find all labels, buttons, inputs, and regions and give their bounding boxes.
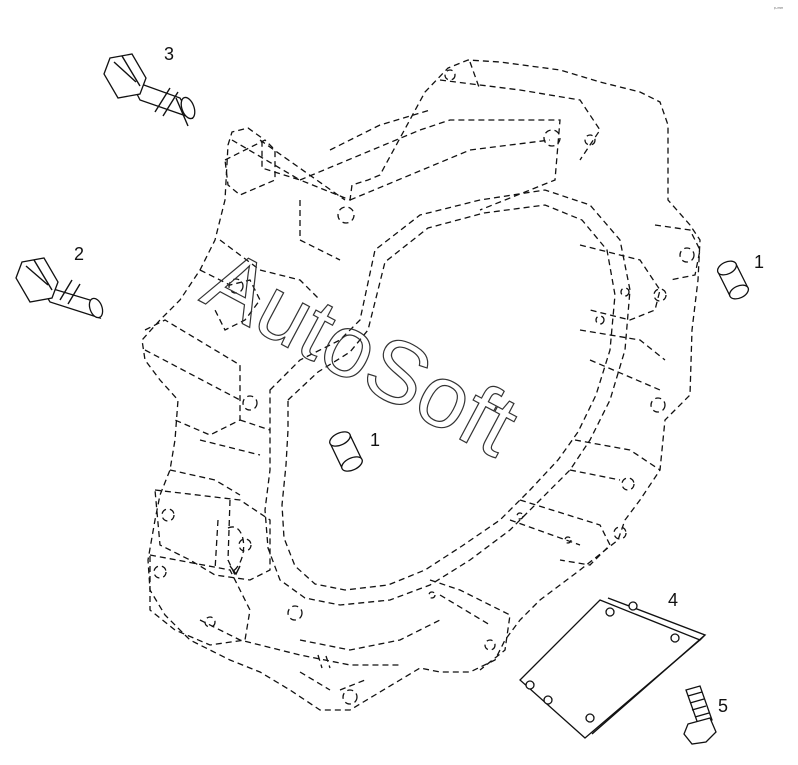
callouts: 1 1 2 3 4 5 bbox=[74, 44, 764, 716]
mounting-holes bbox=[153, 69, 695, 705]
screw-part-5 bbox=[683, 685, 717, 745]
dowel-sleeve-lower bbox=[329, 431, 363, 472]
corner-mark: ᵖ·ᵐᵐ bbox=[774, 6, 783, 12]
callout-label: 2 bbox=[74, 244, 84, 264]
dowel-sleeve-upper bbox=[716, 260, 750, 300]
bolt-part-3 bbox=[103, 53, 196, 127]
callout-label: 5 bbox=[718, 696, 728, 716]
cover-plate bbox=[519, 597, 707, 739]
callout-label: 4 bbox=[668, 590, 678, 610]
watermark: AutoSoft bbox=[189, 229, 534, 475]
bolt-part-2 bbox=[15, 257, 104, 320]
callout-label: 1 bbox=[370, 430, 380, 450]
callout-label: 1 bbox=[754, 252, 764, 272]
callout-label: 3 bbox=[164, 44, 174, 64]
flywheel-housing bbox=[141, 59, 701, 711]
